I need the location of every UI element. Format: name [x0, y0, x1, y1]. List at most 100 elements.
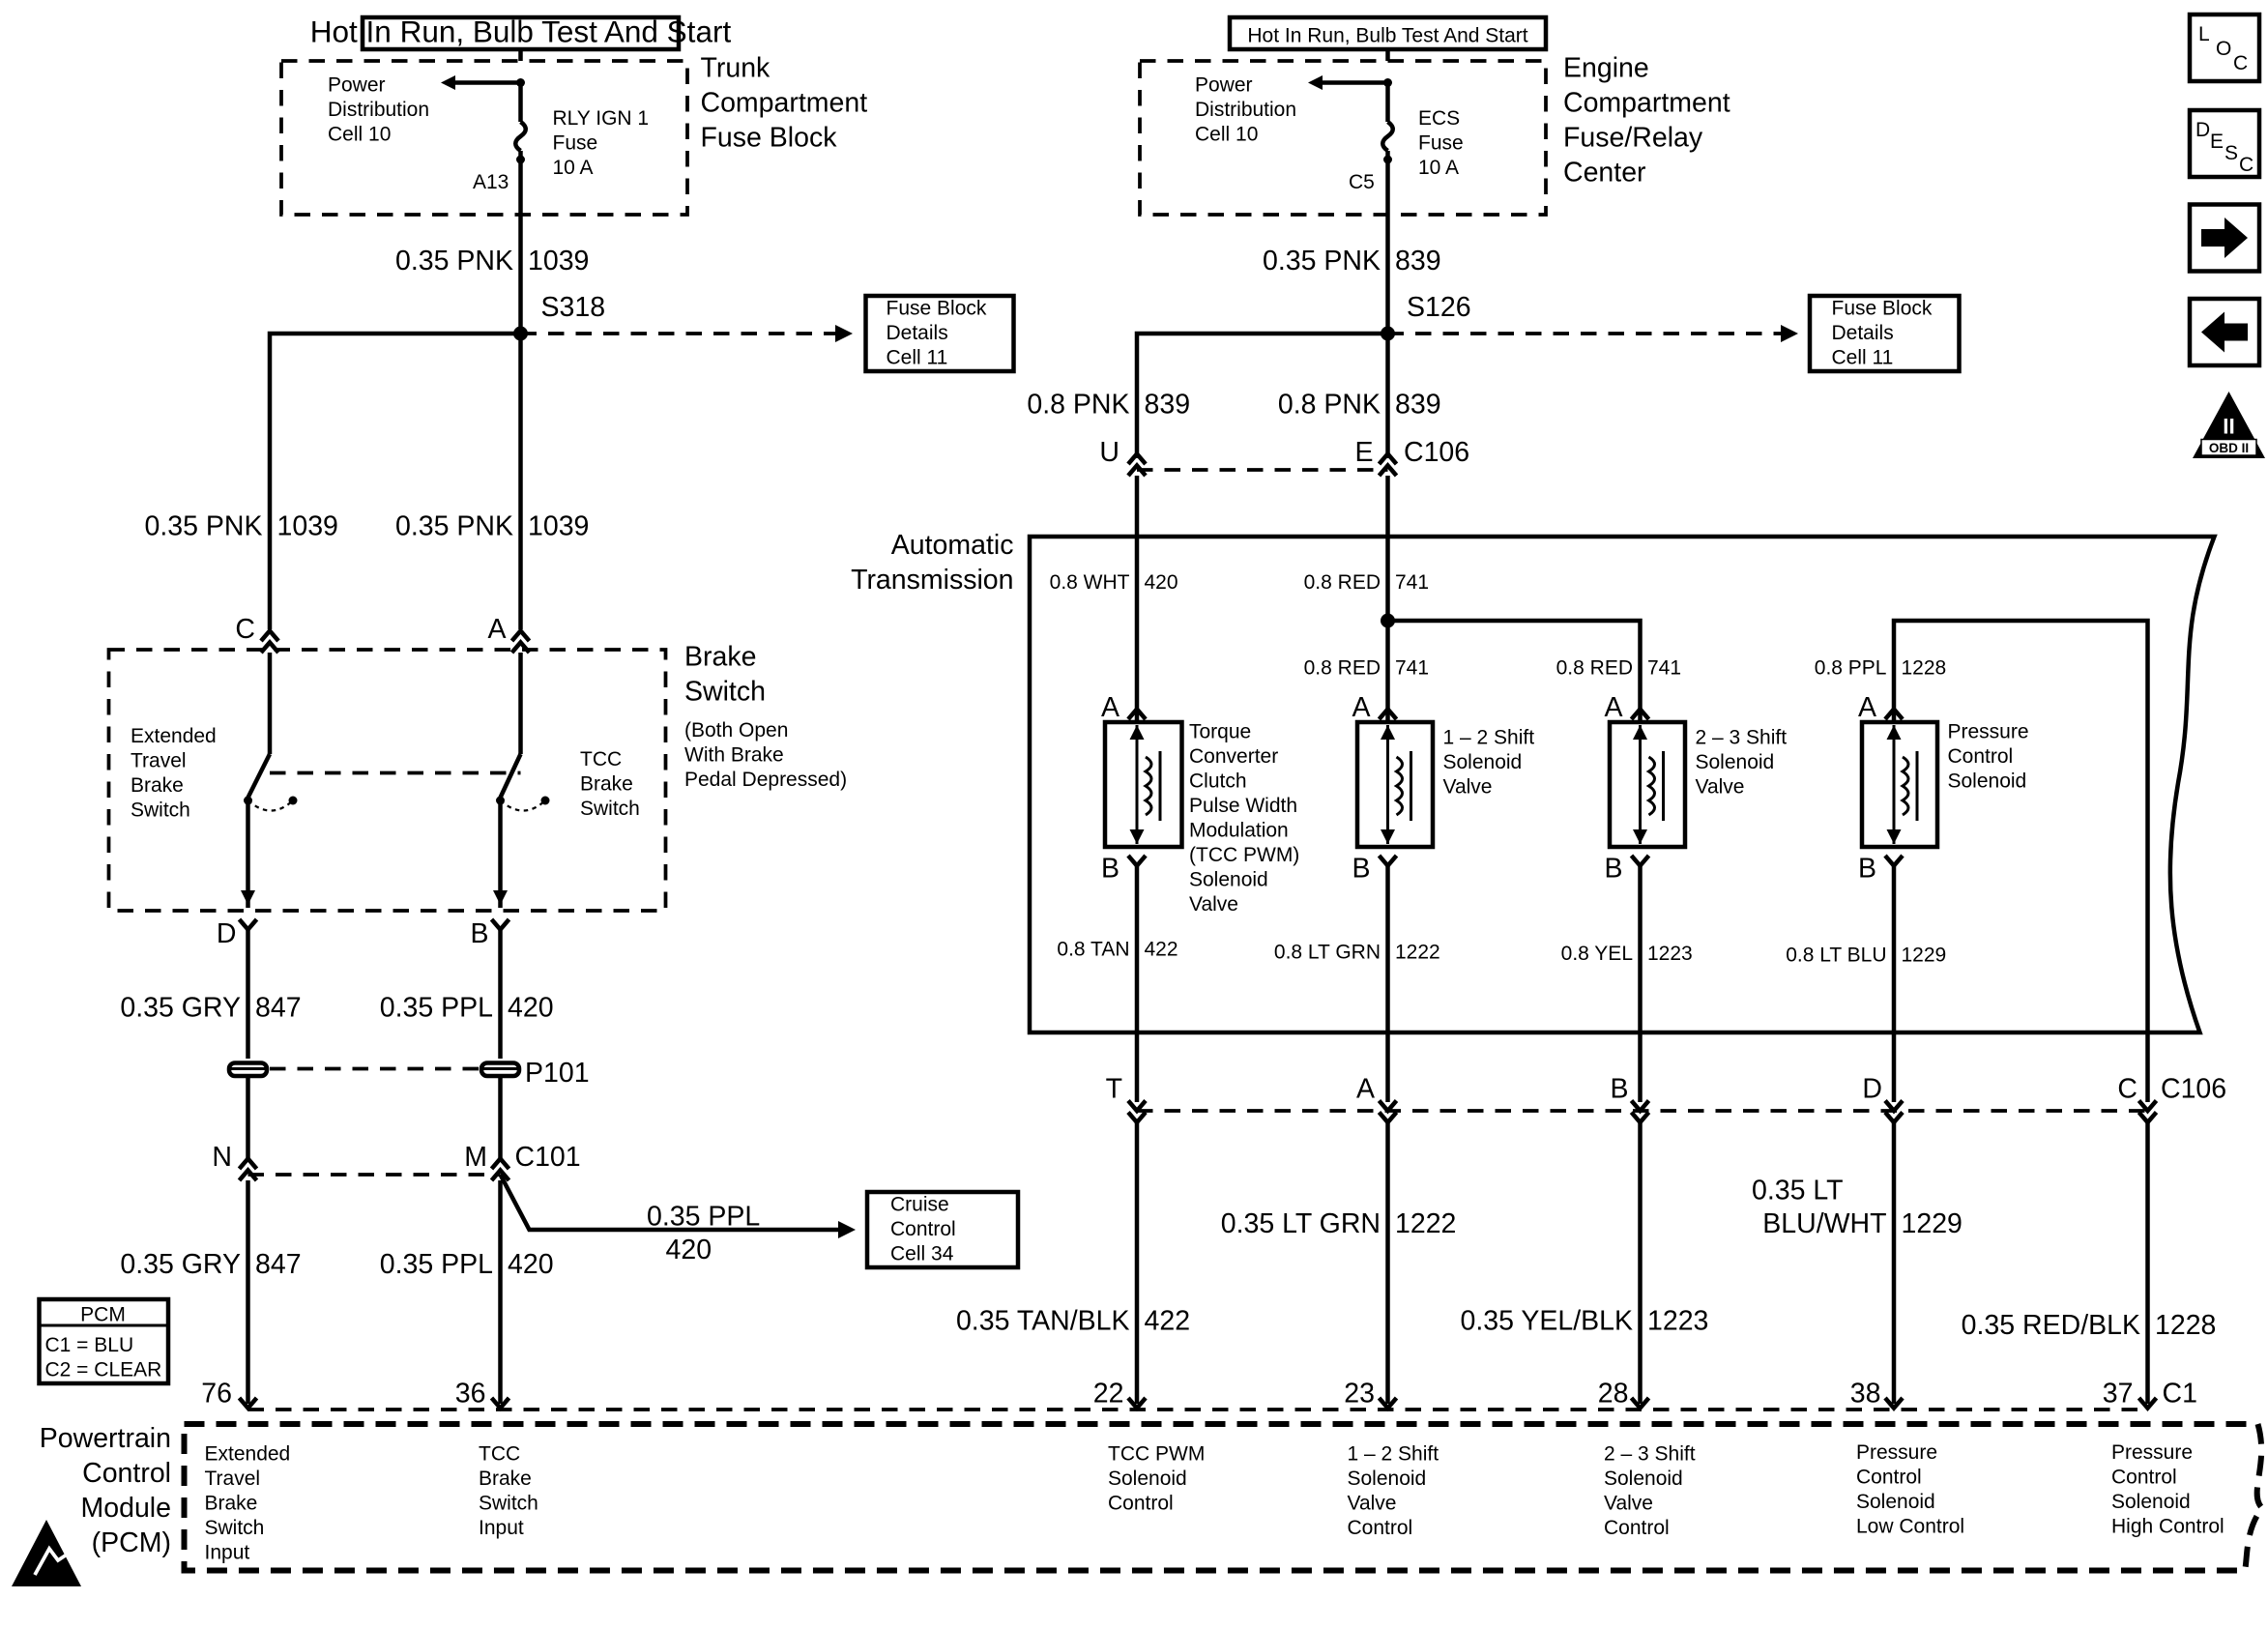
- svg-text:Hot In Run, Bulb Test And Star: Hot In Run, Bulb Test And Start: [1247, 25, 1527, 47]
- tcc-pwm-solenoid: A B Torque Converter Clutch Pulse Width …: [1101, 692, 1299, 916]
- pcm-name-4: (PCM): [92, 1527, 171, 1558]
- circuit-420-bottom: 420: [508, 1249, 554, 1280]
- wire-1229-sol: 0.8 LT BLU: [1786, 945, 1886, 967]
- svg-text:Solenoid: Solenoid: [1189, 869, 1268, 891]
- pin-d-c106: D: [1862, 1074, 1882, 1105]
- circuit-1222-sol: 1222: [1395, 942, 1440, 964]
- svg-text:Solenoid: Solenoid: [1108, 1468, 1187, 1490]
- svg-text:Control: Control: [1604, 1517, 1670, 1539]
- svg-text:L: L: [2198, 23, 2210, 45]
- wire-847-top: 0.35 GRY: [120, 993, 241, 1024]
- svg-text:Fuse Block: Fuse Block: [1832, 298, 1933, 320]
- svg-text:A13: A13: [473, 171, 509, 193]
- wire-741-12: 0.8 RED: [1304, 657, 1381, 680]
- svg-text:Input: Input: [205, 1542, 250, 1564]
- circuit-839-e: 839: [1395, 390, 1441, 421]
- trunk-fuse-block: Power Distribution Cell 10 RLY IGN 1 Fus…: [279, 59, 689, 217]
- circuit-839-u: 839: [1145, 390, 1191, 421]
- tcc-switch-blade: [498, 753, 523, 799]
- svg-text:1 – 2 Shift: 1 – 2 Shift: [1443, 727, 1535, 749]
- pcm-func-38: Pressure Control Solenoid Low Control: [1856, 1441, 1964, 1538]
- wire-422: 0.35 TAN/BLK: [956, 1306, 1130, 1337]
- c101-label: C101: [515, 1142, 581, 1173]
- circuit-420-cruise: 420: [666, 1235, 712, 1265]
- fuse-block-details-right[interactable]: Fuse Block Details Cell 11: [1807, 293, 1962, 374]
- circuit-847-top: 847: [255, 993, 302, 1024]
- wire-420-cruise: 0.35 PPL: [647, 1202, 760, 1233]
- brake-note-2: With Brake: [684, 744, 784, 767]
- pcm-name-1: Powertrain: [40, 1423, 171, 1454]
- back-arrow-icon[interactable]: [2187, 296, 2262, 368]
- svg-text:High Control: High Control: [2111, 1516, 2224, 1538]
- svg-text:Control: Control: [2111, 1467, 2177, 1489]
- svg-text:Cruise: Cruise: [890, 1194, 949, 1216]
- circuit-422: 422: [1145, 1306, 1191, 1337]
- circuit-1223: 1223: [1647, 1306, 1708, 1337]
- svg-text:Control: Control: [890, 1218, 956, 1240]
- svg-text:Converter: Converter: [1189, 745, 1278, 768]
- circuit-1222: 1222: [1395, 1208, 1456, 1239]
- svg-text:Valve: Valve: [1604, 1493, 1653, 1515]
- svg-text:Solenoid: Solenoid: [1604, 1468, 1683, 1490]
- fuse-block-details-left[interactable]: Fuse Block Details Cell 11: [863, 293, 1016, 374]
- svg-text:Solenoid: Solenoid: [1443, 751, 1523, 773]
- svg-text:Solenoid: Solenoid: [1856, 1491, 1935, 1513]
- svg-text:Pulse Width: Pulse Width: [1189, 795, 1297, 817]
- svg-text:Distribution: Distribution: [1195, 99, 1296, 121]
- svg-text:Cell 10: Cell 10: [1195, 124, 1258, 146]
- svg-text:C1 = BLU: C1 = BLU: [45, 1334, 134, 1356]
- shift-12-solenoid: A B 1 – 2 Shift Solenoid Valve: [1352, 692, 1534, 885]
- svg-text:C: C: [2233, 52, 2248, 74]
- wire-839-e: 0.8 PNK: [1278, 390, 1381, 421]
- svg-text:Valve: Valve: [1443, 776, 1493, 799]
- wire-741-23: 0.8 RED: [1556, 657, 1633, 680]
- svg-text:10 A: 10 A: [553, 157, 594, 179]
- svg-text:B: B: [1352, 854, 1370, 885]
- svg-text:A: A: [1101, 692, 1119, 723]
- wire-422-sol: 0.8 TAN: [1057, 939, 1129, 961]
- pcm-func-28: 2 – 3 Shift Solenoid Valve Control: [1604, 1443, 1696, 1540]
- trunk-label: Trunk: [701, 53, 771, 84]
- wire-1228: 0.35 RED/BLK: [1962, 1310, 2140, 1341]
- trans-title-2: Transmission: [851, 565, 1013, 596]
- svg-text:Cell 34: Cell 34: [890, 1243, 954, 1265]
- svg-text:A: A: [1858, 692, 1876, 723]
- wire-839-u: 0.8 PNK: [1027, 390, 1129, 421]
- loc-button[interactable]: L O C: [2187, 12, 2262, 84]
- pcm-pin-28: 28: [1598, 1379, 1629, 1410]
- desc-button[interactable]: D E S C: [2187, 107, 2262, 180]
- svg-text:Brake: Brake: [205, 1493, 258, 1515]
- svg-text:B: B: [1858, 854, 1876, 885]
- svg-text:Travel: Travel: [131, 750, 187, 772]
- circuit-741-main: 741: [1395, 571, 1429, 594]
- svg-text:PCM: PCM: [80, 1304, 126, 1326]
- engine-label-3: Fuse/Relay: [1563, 123, 1703, 154]
- wire-1229-l2: BLU/WHT: [1762, 1208, 1886, 1239]
- svg-text:Switch: Switch: [479, 1493, 538, 1515]
- obd-ii-icon: II OBD II: [2193, 392, 2265, 458]
- c106-label-bottom: C106: [2161, 1074, 2226, 1105]
- splice-s318: S318: [541, 292, 606, 323]
- brake-note-3: Pedal Depressed): [684, 769, 847, 791]
- wire-1229-l1: 0.35 LT: [1752, 1176, 1844, 1206]
- engine-label-2: Compartment: [1563, 88, 1730, 119]
- svg-text:Pressure: Pressure: [1948, 721, 2029, 743]
- svg-text:E: E: [2210, 131, 2224, 153]
- circuit-741-12: 741: [1395, 657, 1429, 680]
- svg-text:Control: Control: [1108, 1493, 1174, 1515]
- cruise-control-ref[interactable]: Cruise Control Cell 34: [864, 1189, 1021, 1270]
- svg-text:A: A: [1352, 692, 1370, 723]
- pin-c-c106: C: [2117, 1074, 2137, 1105]
- svg-text:ECS: ECS: [1418, 107, 1460, 130]
- pcm-name-2: Control: [82, 1458, 171, 1489]
- trunk-label-2: Compartment: [701, 88, 868, 119]
- svg-text:Extended: Extended: [205, 1443, 291, 1466]
- svg-text:Cell 11: Cell 11: [887, 347, 948, 369]
- pcm-pin-22: 22: [1093, 1379, 1124, 1410]
- svg-text:B: B: [1101, 854, 1119, 885]
- pin-c: C: [235, 614, 255, 645]
- next-arrow-icon[interactable]: [2187, 202, 2262, 274]
- svg-text:Switch: Switch: [131, 799, 190, 822]
- svg-text:A: A: [1604, 692, 1622, 723]
